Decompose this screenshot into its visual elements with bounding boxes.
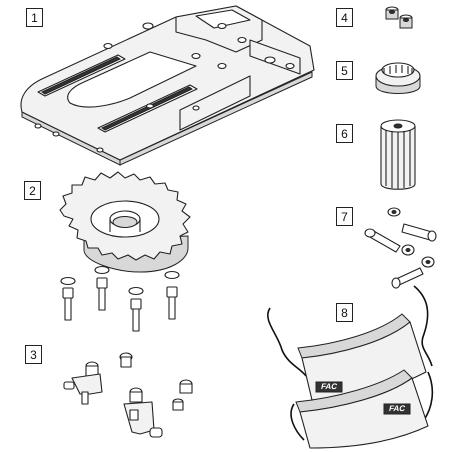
spline-shaft-drawing: [380, 119, 416, 190]
nuts-drawing: [385, 6, 413, 29]
part-label-1: 1: [26, 8, 43, 27]
bevel-gear-drawing: [59, 171, 191, 332]
pad-logo-lower: FAC: [388, 404, 407, 413]
part-label-7: 7: [336, 207, 353, 226]
part-label-2: 2: [24, 181, 41, 200]
pads-drawing: [267, 285, 434, 449]
part-label-6: 6: [336, 124, 353, 143]
part-label-3: 3: [25, 345, 42, 364]
bolts-nuts-drawing: [364, 207, 437, 289]
base-plate-drawing: [20, 5, 315, 166]
part-label-4: 4: [336, 8, 353, 27]
bushing-drawing: [375, 62, 421, 94]
gear-screws: [60, 265, 180, 332]
plate-holes: [34, 22, 295, 153]
pad-logo-upper: FAC: [320, 382, 339, 391]
part-label-5: 5: [336, 61, 353, 80]
clamp-set-drawing: [63, 352, 193, 438]
part-label-8: 8: [336, 303, 353, 322]
